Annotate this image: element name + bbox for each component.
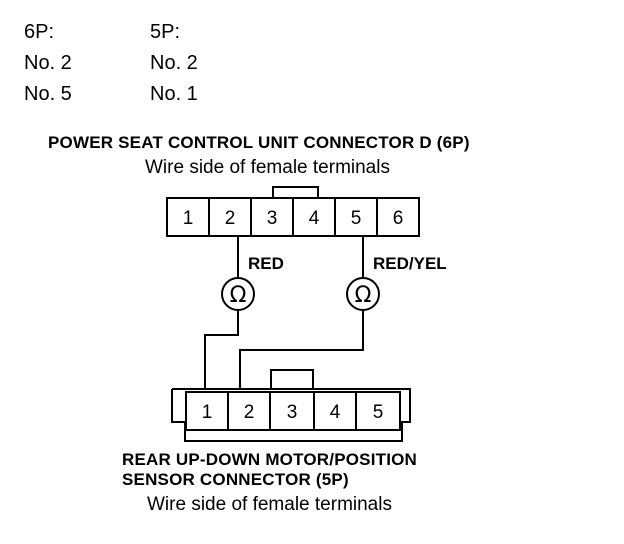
pin-table-row1-5p: No. 2 [150, 52, 198, 74]
pin-table-row1-6p: No. 2 [24, 52, 72, 74]
lead-red-bottom [204, 310, 239, 389]
pin-table-row2-6p: No. 5 [24, 83, 72, 105]
connector-5p-title-line2: SENSOR CONNECTOR (5P) [122, 470, 349, 489]
test-leads [204, 236, 364, 389]
connector-5p-subtitle: Wire side of female terminals [147, 494, 392, 515]
connector-5p-pin: 4 [330, 402, 341, 423]
connector-5p-pin: 2 [244, 402, 255, 423]
pin-table-header-6p: 6P: [24, 21, 55, 43]
connector-d-6p [166, 186, 420, 237]
ohmmeter-symbol: Ω [230, 283, 247, 308]
wire-label-red: RED [248, 254, 284, 273]
connector-d-pin: 2 [225, 208, 236, 229]
ohmmeter-icon: Ω [221, 277, 255, 311]
connector-d-subtitle: Wire side of female terminals [145, 157, 390, 178]
connector-5p-body [171, 388, 411, 442]
connector-5p-pin: 1 [202, 402, 213, 423]
pin-table-header-5p: 5P: [150, 21, 181, 43]
connector-d-pin: 5 [351, 208, 362, 229]
connector-d-title: POWER SEAT CONTROL UNIT CONNECTOR D (6P) [48, 133, 470, 152]
connector-5p-latch [270, 369, 314, 390]
ohmmeter-symbol: Ω [355, 283, 372, 308]
connector-d-pin: 6 [393, 208, 404, 229]
connector-5p-pins: 1 2 3 4 5 [202, 402, 384, 423]
lead-red-yel-bottom [239, 310, 364, 389]
connector-5p [171, 369, 411, 442]
connector-d-pin: 3 [267, 208, 278, 229]
connector-5p-pin: 3 [287, 402, 298, 423]
ohmmeter-icon: Ω [346, 277, 380, 311]
connector-d-pin: 1 [183, 208, 194, 229]
connector-d-pins: 1 2 3 4 5 6 [183, 208, 404, 229]
connector-d-latch [272, 186, 319, 198]
connector-d-pin: 4 [309, 208, 320, 229]
pin-table-row2-5p: No. 1 [150, 83, 198, 105]
connector-5p-title-line1: REAR UP-DOWN MOTOR/POSITION [122, 450, 418, 469]
wire-label-red-yel: RED/YEL [373, 254, 447, 273]
connector-5p-pin: 5 [373, 402, 384, 423]
